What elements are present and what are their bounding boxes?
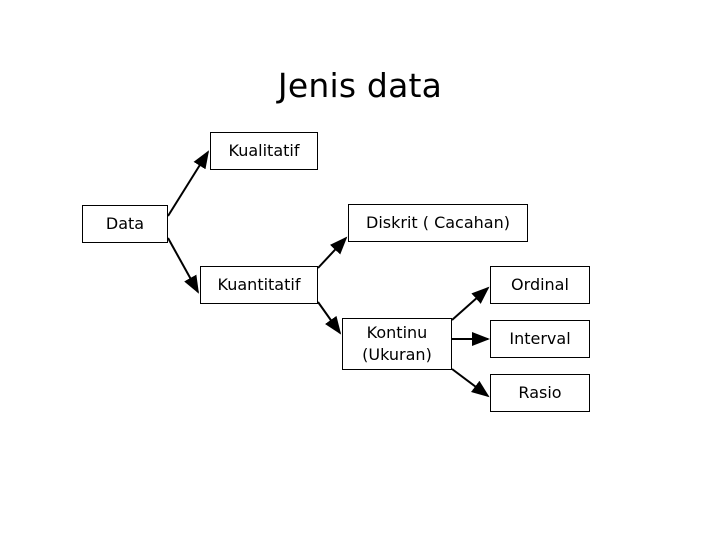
connector-data-to-kualitatif (167, 150, 210, 217)
node-kontinu[interactable]: Kontinu (Ukuran) (342, 318, 452, 370)
node-label-kuantitatif: Kuantitatif (217, 275, 301, 294)
connector-data-to-kuantitatif (167, 237, 199, 294)
node-diskrit[interactable]: Diskrit ( Cacahan) (348, 204, 528, 242)
node-label-diskrit: Diskrit ( Cacahan) (366, 213, 510, 232)
connector-kontinu-to-ordinal (451, 286, 490, 321)
node-label-kontinu: Kontinu (Ukuran) (362, 323, 432, 364)
connector-kuantitatif-to-kontinu (317, 301, 342, 335)
node-kualitatif[interactable]: Kualitatif (210, 132, 318, 170)
node-label-interval: Interval (509, 329, 571, 348)
connector-kontinu-to-rasio (451, 368, 490, 398)
page-title: Jenis data (277, 66, 443, 106)
connector-kuantitatif-to-diskrit (317, 236, 348, 269)
node-label-rasio: Rasio (518, 383, 562, 402)
node-label-data: Data (105, 214, 145, 233)
node-kuantitatif[interactable]: Kuantitatif (200, 266, 318, 304)
node-label-ordinal: Ordinal (511, 275, 569, 294)
node-ordinal[interactable]: Ordinal (490, 266, 590, 304)
node-label-kualitatif: Kualitatif (228, 141, 300, 160)
node-interval[interactable]: Interval (490, 320, 590, 358)
node-data[interactable]: Data (82, 205, 168, 243)
node-rasio[interactable]: Rasio (490, 374, 590, 412)
